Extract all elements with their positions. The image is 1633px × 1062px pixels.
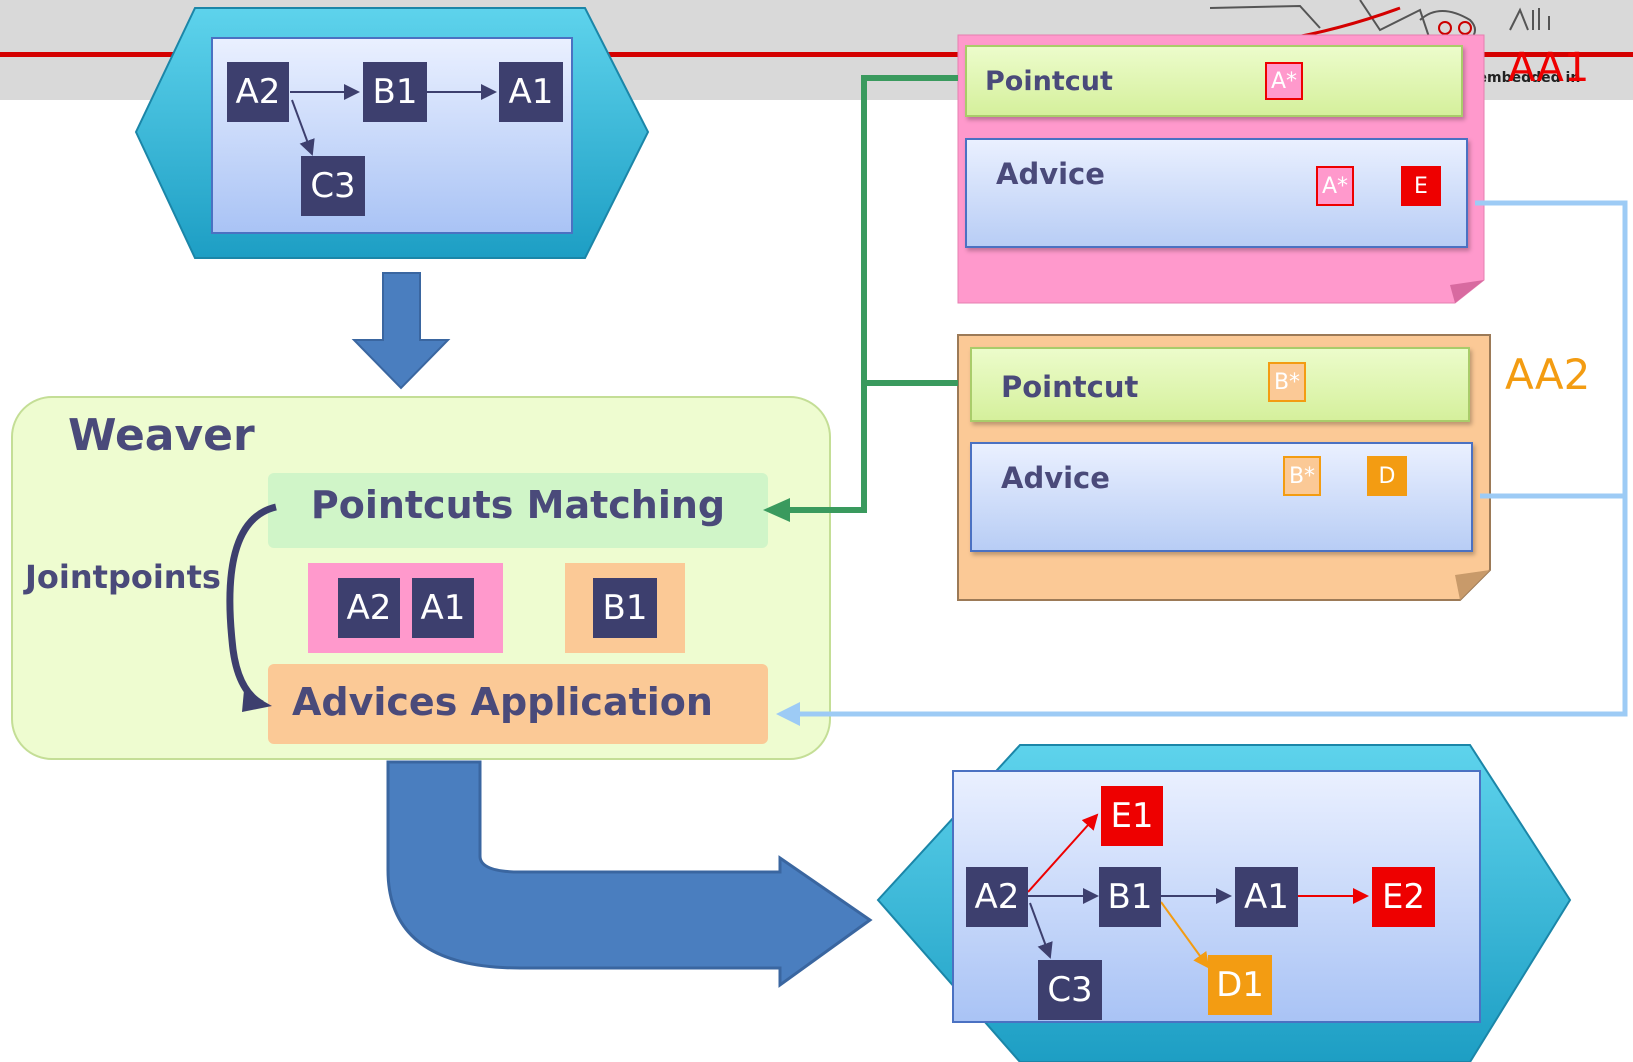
- down-arrow: [351, 272, 451, 390]
- matched-node: A2: [338, 578, 400, 638]
- result-node: E2: [1372, 867, 1435, 927]
- matched-node: B1: [593, 578, 657, 638]
- result-node: C3: [1038, 960, 1102, 1020]
- result-node: E1: [1101, 786, 1163, 846]
- output-arrow: [386, 760, 873, 988]
- matched-node: A1: [412, 578, 474, 638]
- source-node: A1: [499, 62, 563, 122]
- source-node: C3: [301, 156, 365, 216]
- aa2-pointcut-label: Pointcut: [1001, 370, 1139, 404]
- source-node: B1: [363, 62, 427, 122]
- aa1-pointcut-pattern: A*: [1265, 62, 1303, 100]
- aa2-pointcut-panel: [970, 347, 1470, 422]
- aa1-pointcut-panel: [965, 45, 1463, 117]
- result-node: A2: [966, 867, 1028, 927]
- aa1-advice-to: E: [1401, 166, 1441, 206]
- header-red-line: [0, 52, 1633, 57]
- result-node: A1: [1235, 867, 1298, 927]
- aa1-advice-from: A*: [1316, 166, 1354, 206]
- result-node: B1: [1099, 867, 1161, 927]
- jointpoints-label: Jointpoints: [25, 558, 221, 596]
- result-node: D1: [1208, 955, 1272, 1015]
- aa2-advice-label: Advice: [1001, 461, 1110, 495]
- pointcuts-matching: Pointcuts Matching: [310, 483, 726, 527]
- aa2-label: AA2: [1505, 350, 1591, 399]
- aa2-advice-from: B*: [1283, 456, 1321, 496]
- aa1-pointcut-label: Pointcut: [985, 66, 1113, 97]
- aa1-advice-panel: [965, 138, 1468, 248]
- source-node: A2: [227, 62, 289, 122]
- aa2-advice-to: D: [1367, 456, 1407, 496]
- aa2-pointcut-pattern: B*: [1268, 362, 1306, 402]
- weaver-title: Weaver: [68, 410, 255, 461]
- aa1-label: AA1: [1508, 45, 1590, 91]
- aa1-advice-label: Advice: [996, 157, 1105, 191]
- advices-application: Advices Application: [292, 680, 713, 724]
